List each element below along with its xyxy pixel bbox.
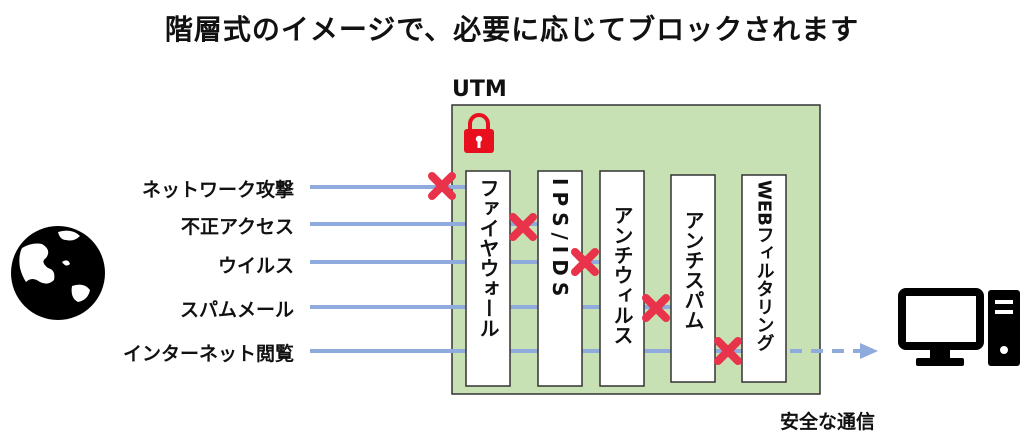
computer-icon: [898, 288, 1020, 366]
layer-label-ips-ids: IPS/IDS: [548, 178, 572, 302]
lock-icon: [464, 113, 494, 153]
layer-label-web-filter: WEBフィルタリング: [754, 180, 775, 352]
threat-label-network-attack: ネットワーク攻撃: [141, 179, 294, 201]
block-x-icon: [714, 337, 742, 365]
arrowhead-icon: [860, 343, 878, 359]
threat-label-virus: ウイルス: [217, 255, 294, 277]
threat-label-spam: スパムメール: [179, 299, 294, 321]
threat-label-web-browsing: インターネット閲覧: [122, 343, 294, 365]
threat-label-unauthorized-access: 不正アクセス: [180, 216, 294, 238]
layer-box-ips-ids: [537, 170, 583, 387]
page-title: 階層式のイメージで、必要に応じてブロックされます: [164, 13, 860, 46]
layer-label-antivirus: アンチウィルス: [610, 205, 634, 345]
block-x-icon: [642, 294, 670, 322]
globe-icon: [11, 226, 105, 320]
layer-box-antivirus: [599, 170, 645, 387]
block-x-icon: [428, 172, 456, 200]
layer-label-firewall: ファイヤウォール: [476, 178, 500, 338]
layer-box-antispam: [670, 174, 716, 383]
block-x-icon: [509, 213, 537, 241]
block-x-icon: [571, 248, 599, 276]
layer-label-antispam: アンチスパム: [681, 210, 705, 330]
layer-box-web-filter: [741, 174, 787, 383]
layer-box-firewall: [465, 170, 511, 387]
utm-label: UTM: [452, 77, 507, 102]
safe-traffic-label: 安全な通信: [780, 411, 876, 433]
